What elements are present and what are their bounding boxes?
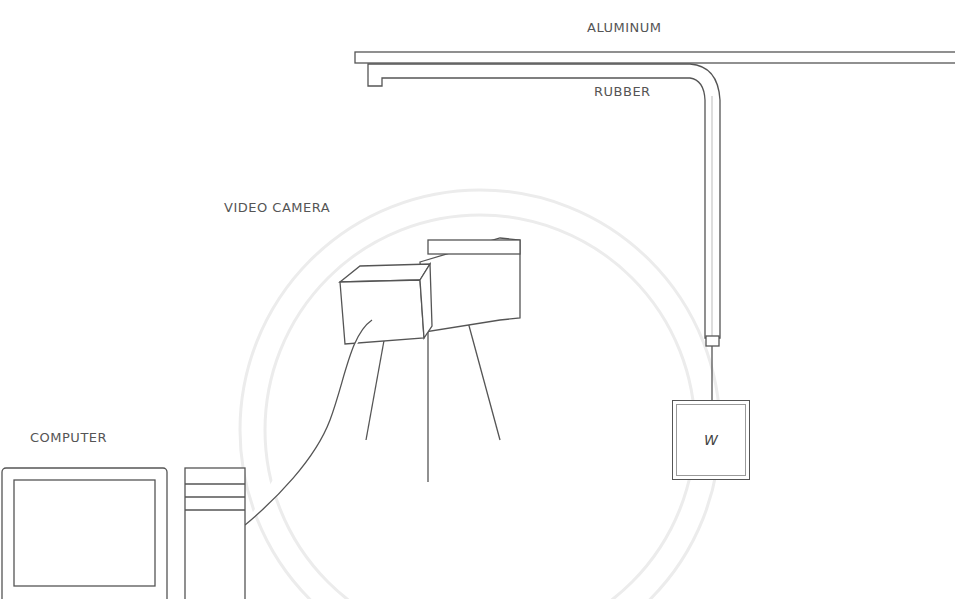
drive-bay bbox=[185, 496, 245, 497]
camera-hood bbox=[420, 238, 520, 332]
watermark-seal bbox=[240, 190, 720, 599]
part-label: VIDEO CAMERA bbox=[222, 200, 332, 216]
rubber-strip bbox=[368, 64, 720, 338]
rubber-strip-shade bbox=[712, 96, 713, 336]
part-label: COMPUTER bbox=[28, 430, 109, 446]
monitor-screen bbox=[14, 480, 155, 586]
camera-body-side bbox=[420, 264, 432, 338]
camera-top bbox=[428, 240, 520, 254]
computer-tower bbox=[185, 468, 245, 599]
hanging-wire bbox=[711, 346, 712, 400]
tripod-leg bbox=[468, 322, 500, 440]
drive-bay bbox=[185, 483, 245, 484]
tripod-leg bbox=[427, 332, 428, 482]
camera-body bbox=[340, 280, 424, 344]
weight-label: W bbox=[704, 432, 718, 448]
aluminum-bar bbox=[355, 52, 955, 63]
weight-box: W bbox=[672, 400, 750, 480]
part-label: ALUMINUM bbox=[585, 20, 664, 36]
monitor bbox=[2, 468, 167, 599]
part-label: RUBBER bbox=[592, 84, 653, 100]
camera-cable bbox=[245, 320, 372, 525]
drive-bay bbox=[185, 509, 245, 510]
camera-body-top bbox=[340, 264, 430, 282]
rubber-clip bbox=[706, 336, 719, 346]
tripod-leg bbox=[366, 335, 385, 440]
